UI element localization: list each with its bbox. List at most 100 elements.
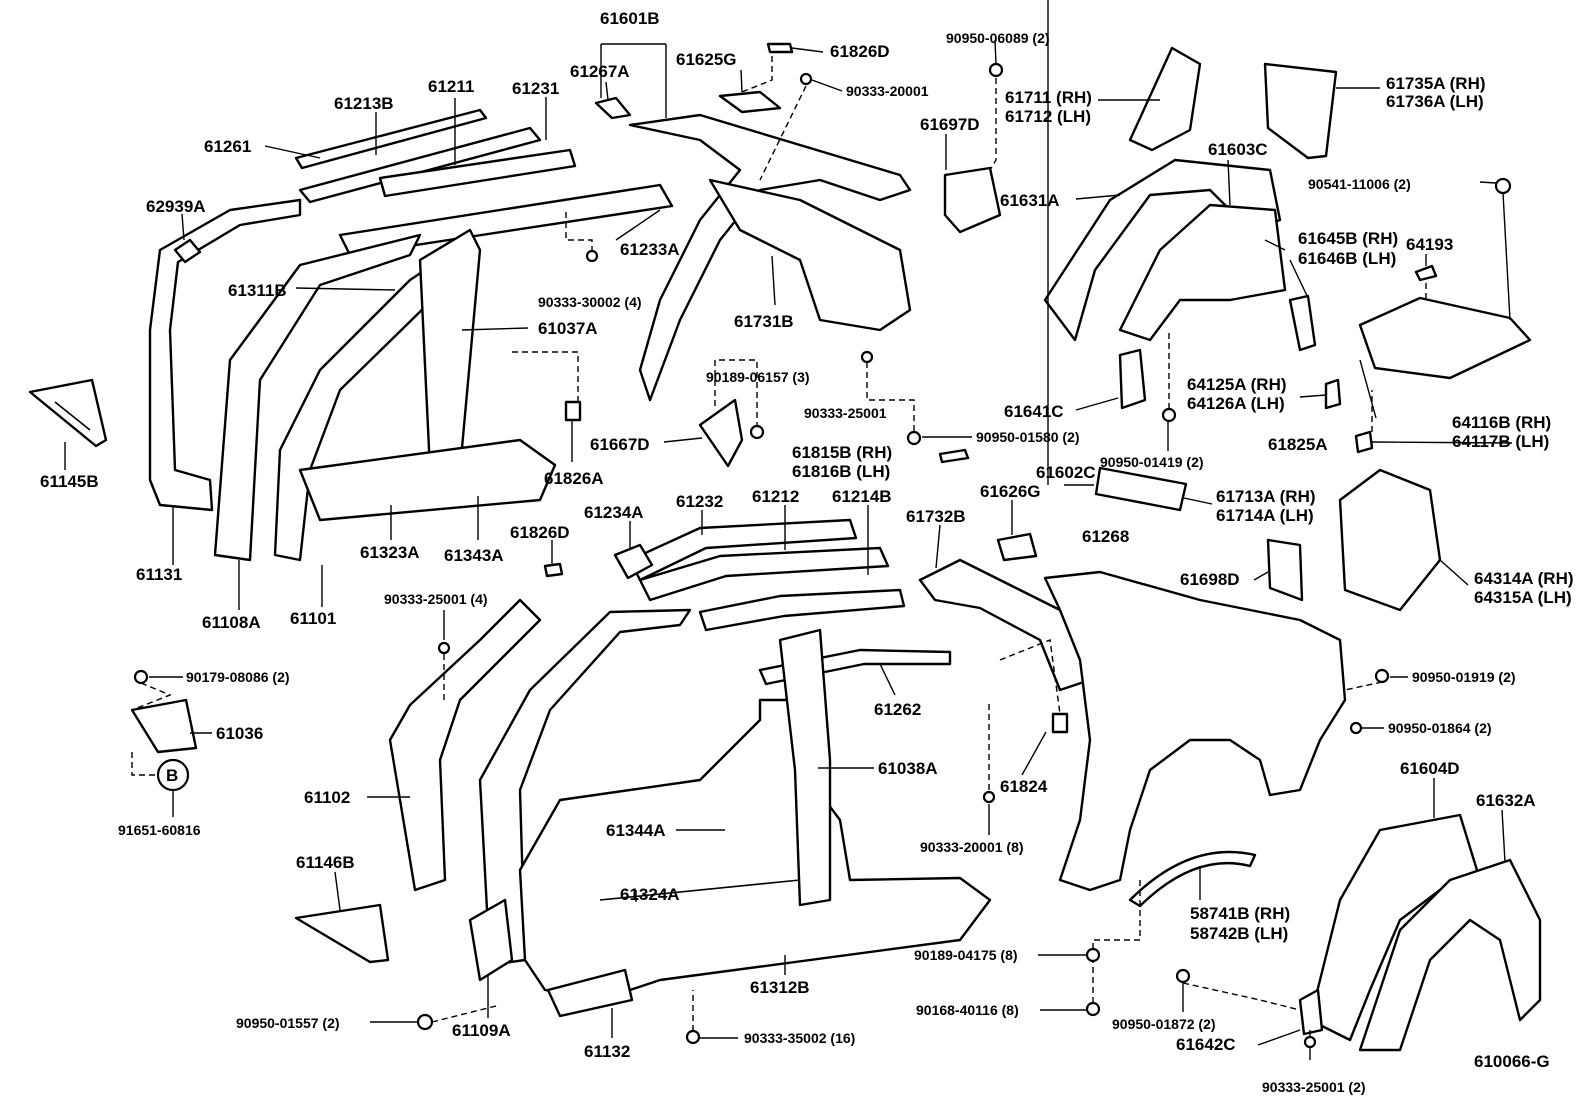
- part-61324A: [599, 879, 801, 901]
- part-61711: [1128, 46, 1202, 152]
- callout-61602C: 61602C: [1036, 463, 1096, 482]
- callout-61631A: 61631A: [1000, 191, 1060, 210]
- callout-61212: 61212: [752, 487, 799, 506]
- callout-61146B: 61146B: [296, 853, 355, 872]
- callout-61713A: 61713A (RH): [1216, 487, 1316, 506]
- callout-61645B: 61645B (RH): [1298, 229, 1398, 248]
- part-61735A: [1263, 62, 1338, 160]
- part-61625G: [718, 90, 782, 114]
- callout-b-ref: B: [166, 766, 178, 785]
- part-61632A: [1358, 858, 1542, 1052]
- callout-61232: 61232: [676, 492, 723, 511]
- callout-90541-11006: 90541-11006 (2): [1308, 176, 1411, 192]
- part-61826A: [564, 400, 582, 422]
- part-61102: [388, 598, 542, 892]
- callout-61261: 61261: [204, 137, 251, 156]
- part-61109A: [468, 898, 514, 982]
- part-62939A: [173, 238, 202, 264]
- part-61713A: [1094, 466, 1188, 512]
- callout-61132: 61132: [584, 1042, 630, 1061]
- part-61038A: [778, 628, 832, 907]
- part-61731B: [708, 178, 912, 332]
- fastener-90333-25001-b: [437, 641, 451, 655]
- callout-61604D: 61604D: [1400, 759, 1460, 778]
- callout-61646B: 61646B (LH): [1298, 249, 1396, 268]
- fastener-90333-35002: [685, 1029, 701, 1045]
- callout-90950-01419: 90950-01419 (2): [1100, 454, 1204, 470]
- leader-lines: [64, 0, 1513, 1060]
- part-61132: [546, 968, 634, 1018]
- callout-61037A: 61037A: [538, 319, 598, 338]
- callout-61824: 61824: [1000, 777, 1048, 796]
- part-61131-frame: [148, 198, 302, 512]
- fastener-90333-20001-top: [799, 72, 813, 86]
- callout-90333-25001-2: 90333-25001 (2): [1262, 1079, 1366, 1095]
- part-61312B: [478, 608, 692, 967]
- fastener-90950-06089: [988, 62, 1004, 78]
- callout-61816B: 61816B (LH): [792, 462, 890, 481]
- callout-90333-20001-8: 90333-20001 (8): [920, 839, 1024, 855]
- callout-61626G: 61626G: [980, 482, 1041, 501]
- callout-61211: 61211: [428, 77, 474, 96]
- callout-61214B: 61214B: [832, 487, 892, 506]
- callout-61698D: 61698D: [1180, 570, 1240, 589]
- fastener-90333-20001-lower: [982, 790, 996, 804]
- callout-61344A: 61344A: [606, 821, 666, 840]
- callout-61697D: 61697D: [920, 115, 980, 134]
- fastener-90950-01919: [1374, 668, 1390, 684]
- callout-61233A: 61233A: [620, 240, 680, 259]
- fastener-90950-01580: [906, 430, 922, 446]
- callout-61714A: 61714A (LH): [1216, 506, 1314, 525]
- diagram-id: 610066-G: [1474, 1052, 1550, 1071]
- part-61261: [294, 108, 488, 170]
- part-61697D: [943, 166, 1002, 234]
- callout-61262: 61262: [874, 700, 921, 719]
- callout-90950-01557: 90950-01557 (2): [236, 1015, 340, 1031]
- callout-61712: 61712 (LH): [1005, 107, 1091, 126]
- callout-64116B: 64116B (RH): [1452, 413, 1551, 432]
- part-61211: [378, 148, 577, 198]
- part-61214B: [698, 588, 906, 632]
- part-64314A: [1338, 468, 1442, 612]
- fastener-90333-25001-a: [860, 350, 874, 364]
- callout-90168-40116: 90168-40116 (8): [916, 1002, 1019, 1018]
- callout-61625G: 61625G: [676, 50, 737, 69]
- callout-61731B: 61731B: [734, 312, 794, 331]
- callout-61109A: 61109A: [452, 1021, 511, 1040]
- callout-61642C: 61642C: [1176, 1035, 1236, 1054]
- callout-61826A: 61826A: [544, 469, 604, 488]
- part-61826D-top: [766, 42, 794, 54]
- part-61642C: [1298, 988, 1324, 1036]
- part-61234A: [613, 543, 654, 580]
- reference-b-circle: [156, 758, 190, 792]
- fastener-90950-01419: [1161, 407, 1177, 423]
- callout-90950-01919: 90950-01919 (2): [1412, 669, 1516, 685]
- fastener-90168-40116: [1085, 1001, 1101, 1017]
- callout-90189-04175: 90189-04175 (8): [914, 947, 1018, 963]
- dashed-connectors: [131, 56, 1427, 1036]
- callout-90179-08086: 90179-08086 (2): [186, 669, 290, 685]
- callout-90950-06089: 90950-06089 (2): [946, 30, 1050, 46]
- callout-58742B: 58742B (LH): [1190, 924, 1288, 943]
- callout-61108A: 61108A: [202, 613, 261, 632]
- callout-61603C: 61603C: [1208, 140, 1268, 159]
- callout-61234A: 61234A: [584, 503, 644, 522]
- callout-61601B: 61601B: [600, 9, 660, 28]
- callout-90333-20001: 90333-20001: [846, 83, 929, 99]
- callout-64126A: 64126A (LH): [1187, 394, 1285, 413]
- callout-64315A: 64315A (LH): [1474, 588, 1572, 607]
- part-61603C: [1118, 203, 1287, 342]
- part-61825A: [1354, 430, 1374, 454]
- part-61815B: [938, 448, 970, 464]
- callout-61036: 61036: [216, 724, 263, 743]
- part-61267A: [594, 96, 632, 120]
- callout-91651-60816: 91651-60816: [118, 822, 201, 838]
- part-61826D-lower: [543, 562, 564, 578]
- callout-58741B: 58741B (RH): [1190, 904, 1290, 923]
- part-61146B: [294, 903, 390, 964]
- part-61037A: [418, 228, 482, 482]
- fastener-90189-04175: [1085, 947, 1101, 963]
- callout-61267A: 61267A: [570, 62, 630, 81]
- callout-61641C: 61641C: [1004, 402, 1064, 421]
